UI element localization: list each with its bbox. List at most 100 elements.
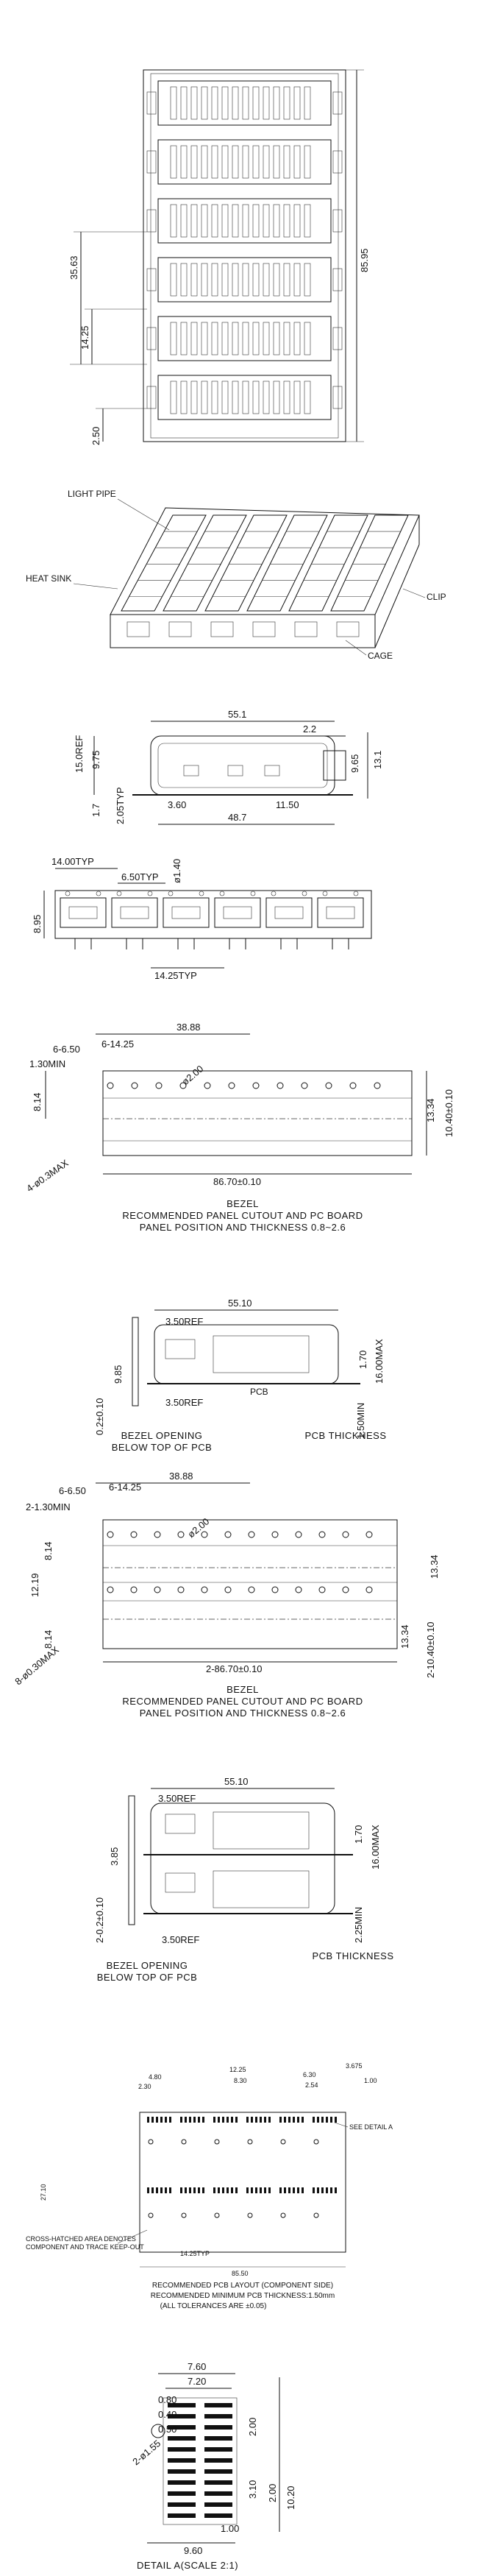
view4-led <box>147 891 153 896</box>
view5-dim-86-70: 86.70±0.10 <box>213 1176 261 1187</box>
view9-dim-27-10: 27.10 <box>40 2184 47 2201</box>
view6-dim-55-10: 55.10 <box>228 1298 252 1309</box>
view10-pad <box>204 2447 232 2452</box>
view7-dim-2-10-40: 2-10.40±0.10 <box>425 1621 436 1678</box>
view7-bezel-cutout-double: 38.88 6-6.50 6-14.25 2-1.30MIN ø2.00 8.1… <box>13 1471 440 1719</box>
view7-pin-holes <box>107 1531 373 1593</box>
view4-led <box>65 891 71 896</box>
view10-pad <box>204 2436 232 2441</box>
view4-dim-6-5typ: 6.50TYP <box>121 871 159 882</box>
view9-pad <box>218 2117 220 2123</box>
view10-pad <box>204 2458 232 2463</box>
view9-via <box>247 2139 253 2145</box>
view7-hole <box>271 1531 279 1538</box>
view9-pad <box>264 2187 266 2193</box>
view9-pad <box>260 2117 262 2123</box>
view2-port-opening <box>210 621 234 637</box>
view7-caption-line1: BEZEL <box>226 1684 259 1695</box>
view9-pad <box>317 2117 319 2123</box>
view9-via <box>181 2212 187 2218</box>
view1-fin <box>170 145 177 179</box>
view10-dim-9-60: 9.60 <box>184 2545 202 2556</box>
view1-fin <box>180 322 188 355</box>
view1-fin <box>263 381 270 414</box>
view8-dim-3-5ref-top: 3.50REF <box>158 1793 196 1804</box>
view9-pad <box>218 2187 220 2193</box>
view9-via <box>313 2212 319 2218</box>
view9-pad <box>180 2187 182 2193</box>
view1-fin <box>232 204 239 238</box>
view10-dim-1-00: 1.00 <box>221 2523 239 2534</box>
view7-dim-6-6-50: 6-6.50 <box>59 1485 86 1496</box>
view9-pad <box>326 2117 328 2123</box>
view3-dim-13-1: 13.1 <box>372 751 383 769</box>
view7-dim-13-34-bottom: 13.34 <box>399 1624 410 1649</box>
view7-hole <box>224 1531 232 1538</box>
view1-fin <box>190 145 198 179</box>
view10-dim-7-60: 7.60 <box>188 2361 206 2372</box>
view5-hole <box>204 1082 211 1089</box>
view5-dim-6-6-50: 6-6.50 <box>53 1044 80 1055</box>
view10-pad <box>168 2436 196 2441</box>
view5-caption-line1: BEZEL <box>226 1198 259 1209</box>
view4-port-inner <box>223 906 252 919</box>
view7-hole <box>342 1586 349 1593</box>
view8-dim-2-0-2: 2-0.2±0.10 <box>94 1897 105 1943</box>
view1-port <box>157 139 332 185</box>
view9-pad <box>226 2117 229 2123</box>
view7-dim-2-86-70: 2-86.70±0.10 <box>206 1663 263 1674</box>
view9-pad <box>213 2187 215 2193</box>
view1-fin <box>211 204 218 238</box>
view9-pad <box>321 2187 324 2193</box>
view9-pad <box>335 2117 337 2123</box>
view1-fin <box>273 204 280 238</box>
view2-port-opening <box>336 621 360 637</box>
view9-pad <box>185 2117 187 2123</box>
view3-dim-9-65: 9.65 <box>349 754 360 773</box>
view9-pad <box>293 2117 295 2123</box>
view9-pad <box>193 2117 196 2123</box>
view1-port <box>157 375 332 420</box>
view7-hole <box>248 1586 255 1593</box>
view7-hole <box>295 1531 302 1538</box>
view5-dim-10-40: 10.40±0.10 <box>443 1089 454 1137</box>
view5-dim-6-14-25: 6-14.25 <box>101 1038 134 1050</box>
view6-dim-0-2: 0.2±0.10 <box>94 1398 105 1435</box>
view5-dim-4-dia-0-3max: 4-ø0.3MAX <box>24 1157 71 1194</box>
view5-dim-1-30min: 1.30MIN <box>29 1058 65 1069</box>
view1-fin <box>201 381 208 414</box>
view8-caption-left-1: BEZEL OPENING <box>107 1960 188 1971</box>
view1-fin <box>221 263 229 297</box>
view1-fin <box>293 381 301 414</box>
view4-port-row <box>60 891 364 949</box>
view9-pad <box>180 2117 182 2123</box>
view10-pad <box>204 2513 232 2518</box>
view7-dim-12-19: 12.19 <box>29 1573 40 1597</box>
view3-dim-11-50: 11.50 <box>276 799 299 810</box>
view10-dim-0-50: 0.50 <box>158 2424 176 2435</box>
view9-pad <box>160 2117 163 2123</box>
view10-dim-2-00-top: 2.00 <box>247 2418 258 2436</box>
view2-port-opening <box>168 621 192 637</box>
view9-via <box>148 2212 154 2218</box>
view10-pad <box>168 2513 196 2518</box>
view1-fin <box>190 381 198 414</box>
view10-pad <box>204 2469 232 2474</box>
view1-latch <box>146 91 157 115</box>
view9-dim-4-80: 4.80 <box>149 2073 162 2081</box>
view4-dim-14typ: 14.00TYP <box>51 856 94 867</box>
view3-dim-15ref: 15.0REF <box>74 735 85 773</box>
view2-label-cage: CAGE <box>368 651 393 661</box>
view1-fin <box>283 204 290 238</box>
view1-fin <box>242 86 249 120</box>
view10-pad <box>168 2480 196 2485</box>
view9-pad <box>268 2187 271 2193</box>
view5-hole <box>374 1082 381 1089</box>
view7-hole <box>107 1586 114 1593</box>
view5-hole <box>301 1082 308 1089</box>
view1-fin <box>263 145 270 179</box>
view4-led <box>353 891 359 896</box>
view4-port-inner <box>120 906 149 919</box>
view1-fin <box>283 263 290 297</box>
view10-dim-0-80: 0.80 <box>158 2394 176 2405</box>
